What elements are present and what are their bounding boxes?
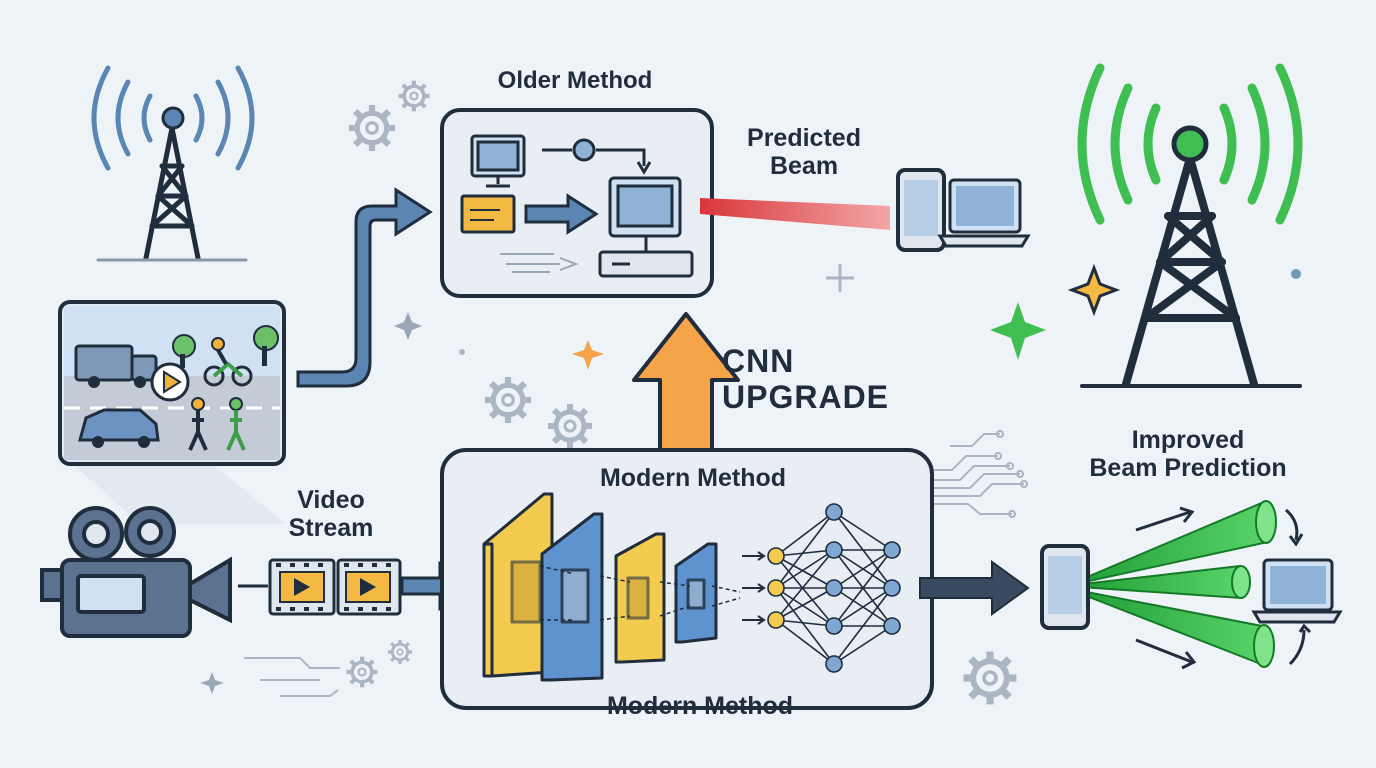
sparkle-icon	[200, 263, 1121, 694]
modern-to-device-arrow	[919, 560, 1030, 616]
direction-arrows	[1135, 506, 1312, 670]
traffic-video-frame-icon	[58, 300, 286, 524]
cnn-upgrade-label: CNN UPGRADE	[722, 343, 890, 415]
modern-method-caption: Modern Method	[606, 692, 794, 720]
video-stream-label: Video Stream	[288, 486, 374, 542]
smartphone-icon	[896, 168, 946, 252]
modern-method-panel	[440, 448, 934, 710]
active-cell-tower-icon	[1077, 63, 1303, 388]
computer-icon	[470, 134, 526, 188]
predicted-beam-red	[700, 198, 890, 230]
cell-tower-icon	[91, 65, 255, 262]
convolutional-layers-icon	[482, 492, 718, 682]
older-method-panel	[440, 108, 714, 298]
predicted-beam-label: Predicted Beam	[747, 124, 861, 180]
scene-to-older-arrow	[296, 187, 433, 388]
laptop-icon	[937, 178, 1031, 248]
smartphone-icon	[1040, 544, 1090, 630]
circuit-traces	[244, 430, 1028, 697]
modern-method-title: Modern Method	[599, 464, 787, 492]
improved-beam-prediction-label: Improved Beam Prediction	[1089, 426, 1287, 482]
neural-network-icon	[767, 503, 901, 673]
older-method-title: Older Method	[497, 67, 653, 94]
laptop-icon	[1251, 558, 1343, 624]
cnn-upgrade-arrow	[632, 312, 740, 452]
improved-beams-green	[1065, 500, 1277, 668]
film-strip-icon	[238, 558, 402, 616]
computer-icon	[598, 176, 694, 278]
video-camera-icon	[40, 506, 232, 638]
